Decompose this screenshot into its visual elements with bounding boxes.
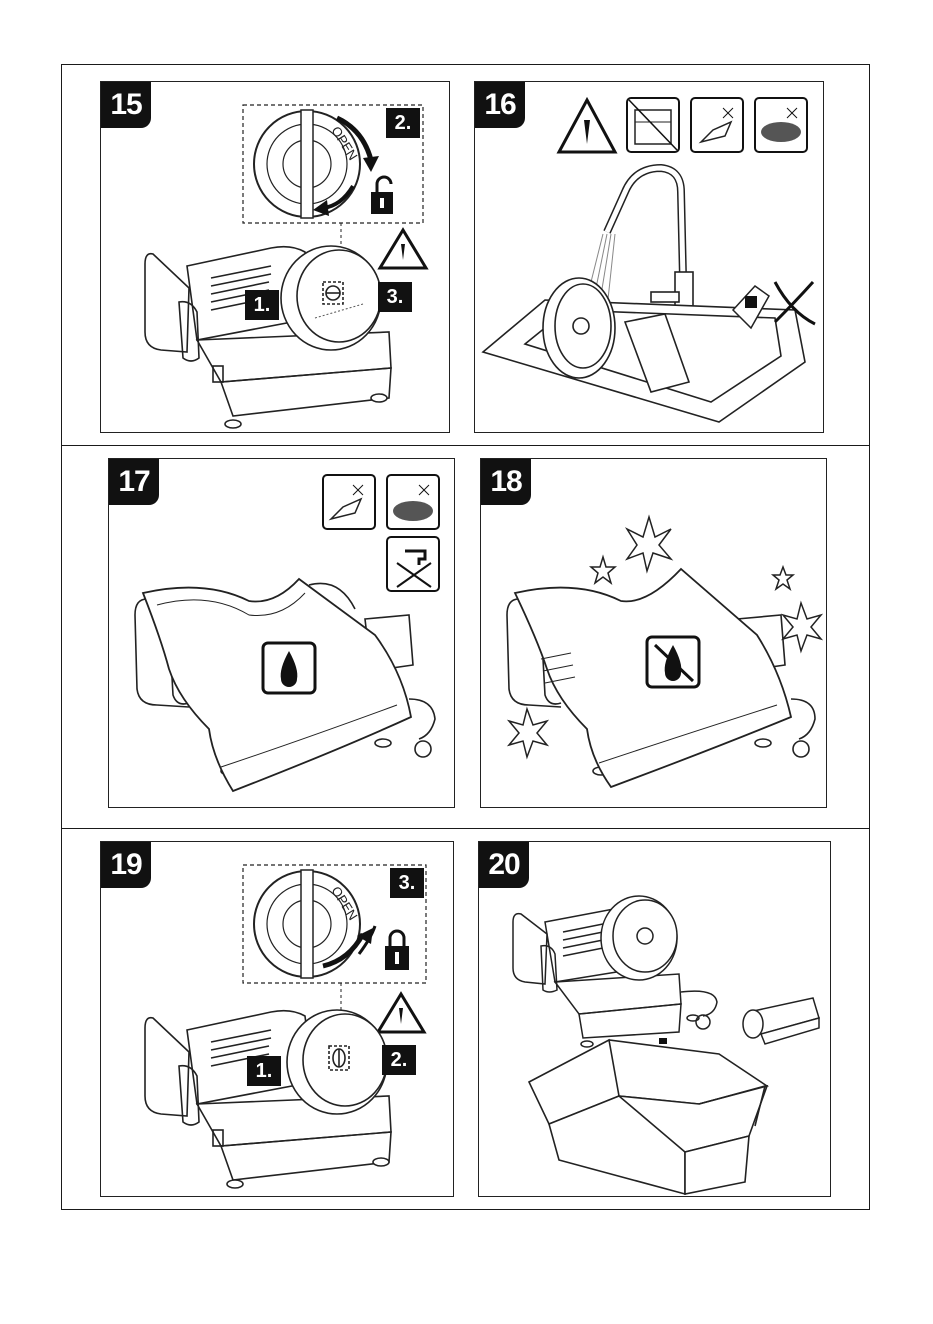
no-abrasive-sponge-icon <box>387 475 439 529</box>
step-number: 18 <box>481 459 531 505</box>
damp-cloth-icon <box>263 643 315 693</box>
panel-step-16: 16 <box>474 81 824 433</box>
step-number: 16 <box>475 82 525 128</box>
damp-cloth-cleaning-illustration <box>109 459 455 808</box>
panel-step-20: 20 <box>478 841 831 1197</box>
step-label-2: 2. <box>382 1045 416 1075</box>
no-scraper-icon <box>691 98 743 152</box>
packing-illustration <box>479 842 831 1197</box>
panel-step-15: OPEN <box>100 81 450 433</box>
row-divider <box>62 828 869 829</box>
step-label-3: 3. <box>378 282 412 312</box>
blade-lock-dial: OPEN <box>254 110 379 218</box>
step-label-3: 3. <box>390 868 424 898</box>
step-number: 15 <box>101 82 151 128</box>
slicer-blade <box>287 1010 387 1114</box>
panel-step-17: 17 <box>108 458 455 808</box>
unlock-icon <box>371 177 393 214</box>
no-running-water-icon <box>387 537 439 591</box>
step-number: 20 <box>479 842 529 888</box>
no-scraper-icon <box>323 475 375 529</box>
step-label-2: 2. <box>386 108 420 138</box>
lock-icon <box>385 931 409 970</box>
washing-blade-illustration <box>475 82 824 433</box>
cut-hazard-warning-icon <box>559 100 615 152</box>
dry-cloth-polishing-illustration <box>481 459 827 808</box>
blade-in-sink <box>543 278 615 378</box>
no-abrasive-sponge-icon <box>755 98 807 152</box>
blade-lock-dial: OPEN <box>254 870 375 978</box>
slicer-blade <box>281 246 381 350</box>
step-number: 17 <box>109 459 159 505</box>
row-divider <box>62 445 869 446</box>
box-icon <box>529 1040 767 1194</box>
step-label-1: 1. <box>247 1056 281 1086</box>
panel-step-18: 18 <box>480 458 827 808</box>
cut-hazard-warning-icon <box>378 994 424 1032</box>
dry-cloth-icon <box>647 637 699 687</box>
carriage <box>743 998 819 1044</box>
panel-step-19: OPEN <box>100 841 454 1197</box>
no-dishwasher-icon <box>627 98 679 152</box>
faucet <box>607 168 693 312</box>
slicer-blade <box>601 896 677 980</box>
cut-hazard-warning-icon <box>380 230 426 268</box>
step-label-1: 1. <box>245 290 279 320</box>
power-cord <box>681 991 717 1029</box>
step-number: 19 <box>101 842 151 888</box>
